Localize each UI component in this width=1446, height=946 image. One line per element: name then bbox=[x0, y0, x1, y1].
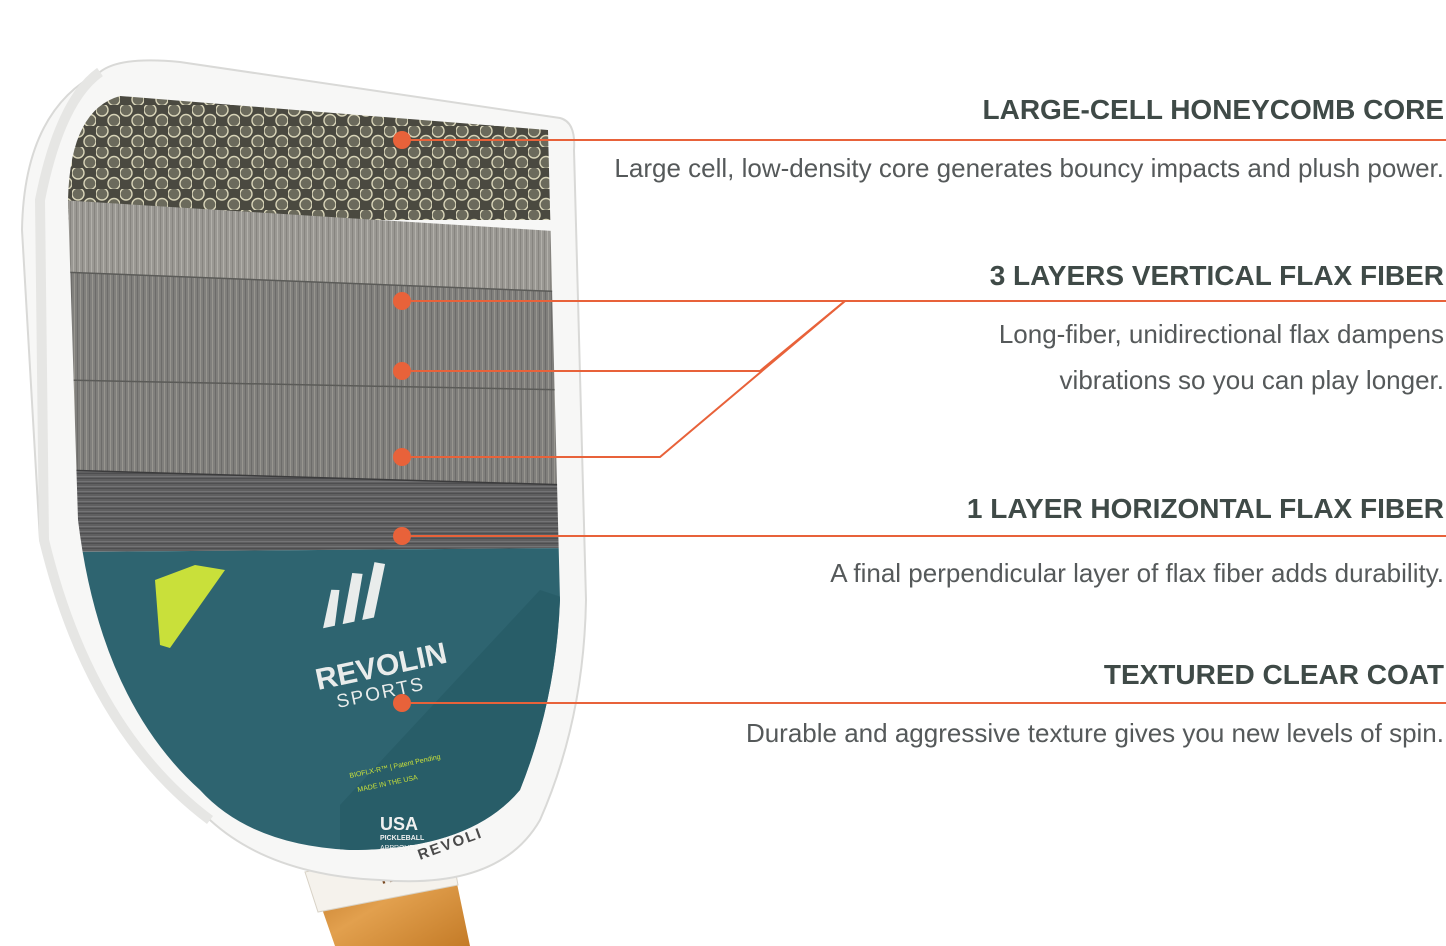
brand-logo-mark bbox=[323, 562, 386, 629]
feature-desc-horizontal-flax: A final perpendicular layer of flax fibe… bbox=[830, 558, 1444, 588]
feature-title-horizontal-flax: 1 LAYER HORIZONTAL FLAX FIBER bbox=[966, 493, 1444, 524]
usa-approved-mark: USA bbox=[380, 814, 418, 834]
feature-desc-honeycomb: Large cell, low-density core generates b… bbox=[614, 153, 1444, 183]
callout-dot-vertical-flax-1 bbox=[393, 292, 411, 310]
callout-connectors bbox=[402, 139, 1446, 704]
callout-dot-clear-coat bbox=[393, 694, 411, 712]
callout-dot-honeycomb bbox=[393, 131, 411, 149]
callout-dot-vertical-flax-2 bbox=[393, 362, 411, 380]
feature-desc-vertical-flax-line2: vibrations so you can play longer. bbox=[1059, 365, 1444, 395]
feature-title-clear-coat: TEXTURED CLEAR COAT bbox=[1103, 659, 1444, 690]
feature-desc-vertical-flax-line1: Long-fiber, unidirectional flax dampens bbox=[998, 319, 1444, 349]
callout-dots bbox=[393, 131, 411, 712]
lime-accent-stripe bbox=[155, 565, 225, 648]
feature-desc-clear-coat: Durable and aggressive texture gives you… bbox=[745, 718, 1444, 748]
horizontal-flax-layer bbox=[68, 470, 560, 552]
usa-approved-pickleball: PICKLEBALL bbox=[380, 835, 425, 842]
connector-vertical-flax-bottom bbox=[402, 300, 846, 458]
usa-approved-approved: APPROVED bbox=[380, 845, 419, 852]
vertical-flax-layer-1 bbox=[68, 200, 560, 292]
callout-dot-vertical-flax-3 bbox=[393, 448, 411, 466]
callout-dot-horizontal-flax bbox=[393, 527, 411, 545]
feature-title-vertical-flax: 3 LAYERS VERTICAL FLAX FIBER bbox=[989, 260, 1444, 291]
feature-title-honeycomb: LARGE-CELL HONEYCOMB CORE bbox=[982, 94, 1445, 125]
vertical-flax-layer-3 bbox=[68, 380, 560, 485]
